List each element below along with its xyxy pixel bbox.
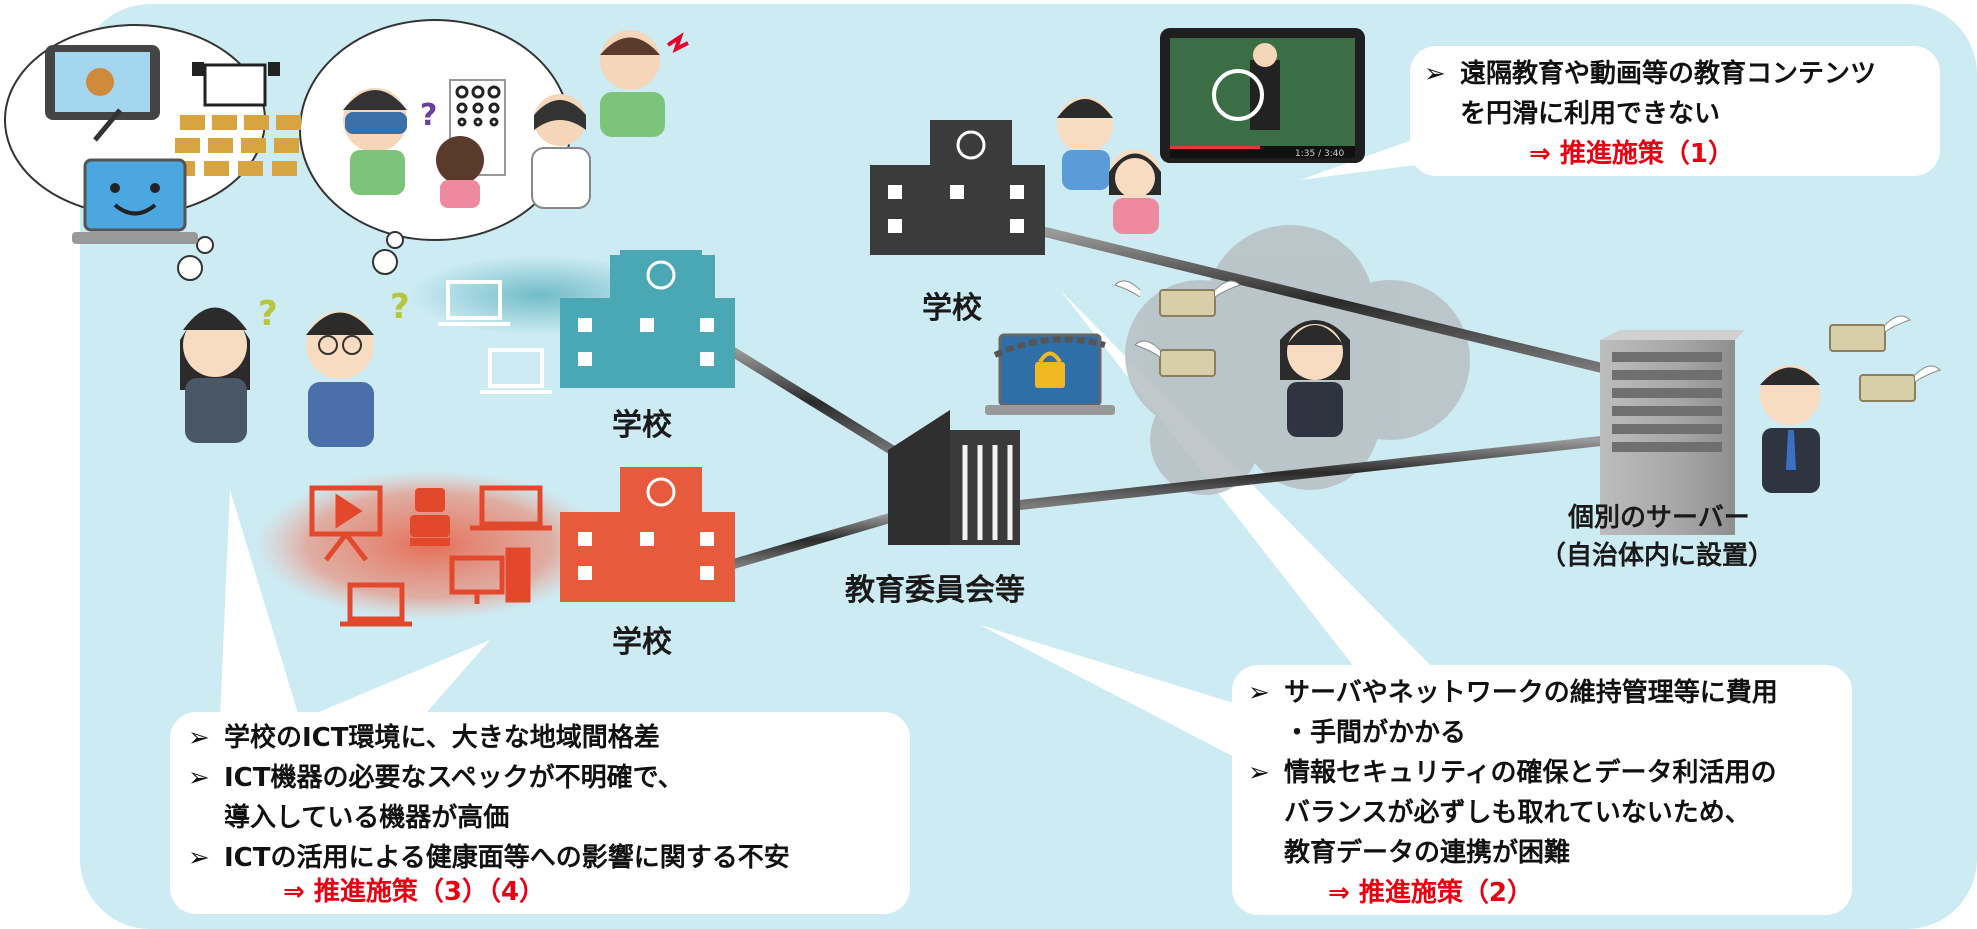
callout-line: 教育データの連携が困難 [1284,838,1571,868]
vr-headset-child-icon: ? [343,88,437,195]
tablet-icon [45,45,160,142]
school-label-middle: 学校 [612,408,672,443]
callout-line: ・手間がかかる [1284,718,1467,748]
callout-line: 情報セキュリティの確保とデータ利活用の [1284,758,1777,788]
confused-man-icon: ? [306,287,410,447]
presentation-icon [309,485,383,562]
policy-reference-text: 推進施策（3）（4） [313,877,546,907]
callout-bottom-left: 学校のICT環境に、大きな地域間格差 ICT機器の必要なスペックが不明確で、導入… [170,712,910,914]
eye-chart-icon [436,79,506,208]
school-building-icon [560,250,735,388]
callout-line: ICTの活用による健康面等への影響に関する不安 [224,843,790,873]
projector-icon [192,62,280,107]
robot-icon [410,488,450,546]
callout-line: 遠隔教育や動画等の教育コンテンツ [1460,59,1877,89]
callout-bottom-right: サーバやネットワークの維持管理等に費用・手間がかかる 情報セキュリティの確保とデ… [1232,665,1852,915]
callout-item: 情報セキュリティの確保とデータ利活用のバランスが必ずしも取れていないため、教育デ… [1248,753,1852,873]
arrow-icon: ⇒ [1328,878,1350,908]
callout-item: 学校のICT環境に、大きな地域間格差 [188,718,910,758]
network-cables [725,227,1615,570]
server-rack-icon [1600,330,1745,535]
happy-laptop-icon [72,158,198,244]
callout-line: を円滑に利用できない [1460,99,1721,129]
callout-line: 学校のICT環境に、大きな地域間格差 [224,723,660,753]
callout-line: 導入している機器が高価 [224,803,510,833]
desktop-pc-icon [449,547,531,604]
callout-line: サーバやネットワークの維持管理等に費用 [1284,678,1778,708]
callout-item: ICTの活用による健康面等への影響に関する不安 [188,838,910,878]
school-building-icon [560,467,735,602]
policy-reference-text: 推進施策（2） [1358,878,1533,908]
confused-woman-icon: ? [180,294,278,443]
policy-reference: ⇒ 推進施策（1） [1424,134,1940,174]
video-time: 1:35 / 3:40 [1295,149,1344,159]
callout-item: ICT機器の必要なスペックが不明確で、導入している機器が高価 [188,758,910,838]
worried-woman-icon [1280,320,1350,437]
server-label-line1: 個別のサーバー [1568,503,1750,533]
arrow-icon: ⇒ [1529,139,1551,169]
policy-reference-text: 推進施策（1） [1559,139,1734,169]
school-building-icon [870,120,1045,255]
doctor-icon [531,94,591,209]
policy-reference: ⇒ 推進施策（2） [1248,873,1852,913]
worried-man-icon [1760,365,1820,493]
callout-line: バランスが必ずしも取れていないため、 [1284,798,1751,828]
callout-item: 遠隔教育や動画等の教育コンテンツ を円滑に利用できない [1424,54,1940,134]
flying-money-icon [1114,280,1941,402]
locked-laptop-icon [985,333,1115,415]
worried-students-icon [1057,97,1161,234]
callout-top-right: 遠隔教育や動画等の教育コンテンツ を円滑に利用できない ⇒ 推進施策（1） [1410,46,1940,176]
laptop-icon [340,485,552,627]
arrow-icon: ⇒ [283,877,305,907]
policy-reference: ⇒ 推進施策（3）（4） [188,872,910,912]
board-label: 教育委員会等 [845,573,1025,608]
svg-text:?: ? [420,98,437,133]
school-label-bottom: 学校 [612,625,672,660]
callout-line: ICT機器の必要なスペックが不明確で、 [224,763,684,793]
headache-boy-icon [600,30,689,137]
laptop-icon [438,280,552,394]
school-label-top: 学校 [922,291,982,326]
server-label-line2: （自治体内に設置） [1540,541,1775,571]
svg-text:?: ? [258,294,278,334]
office-building-icon [888,410,1020,545]
svg-text:?: ? [390,287,410,327]
callout-item: サーバやネットワークの維持管理等に費用・手間がかかる [1248,673,1852,753]
video-player-icon: 1:35 / 3:40 [1160,28,1365,163]
